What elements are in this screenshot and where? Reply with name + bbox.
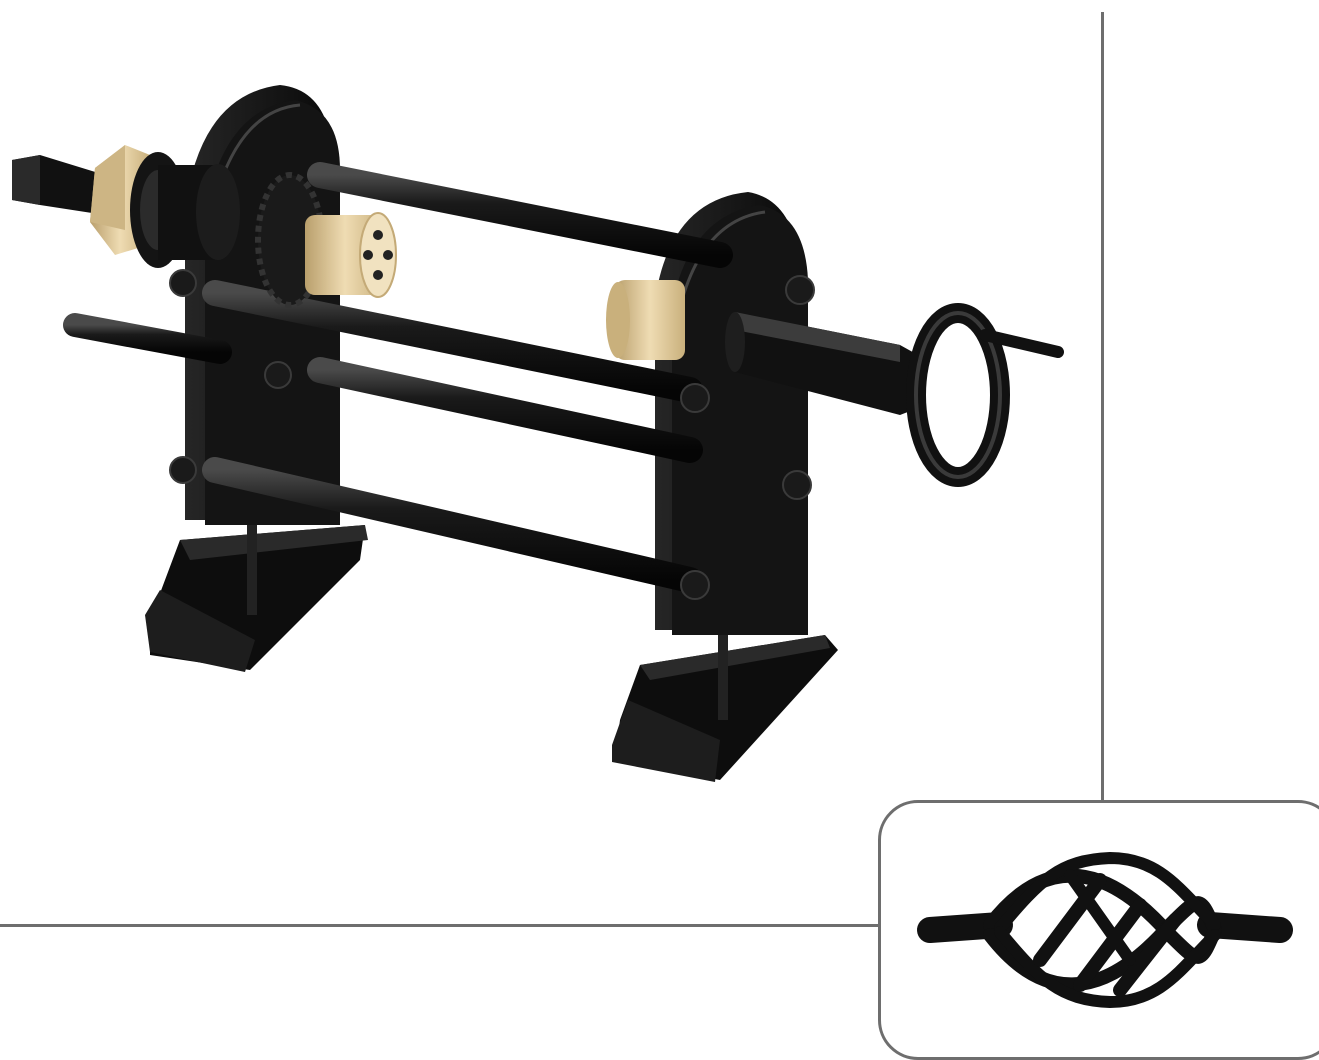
brass-coupler-left	[305, 212, 397, 298]
brass-coupler-right	[606, 280, 685, 360]
left-hub	[130, 152, 240, 268]
hand-wheel	[906, 303, 1064, 487]
right-threaded-stud	[718, 560, 728, 720]
output-tube	[725, 312, 918, 415]
left-base-channel	[145, 525, 368, 672]
horizontal-divider-line	[0, 924, 882, 927]
twisted-basket	[917, 851, 1293, 1009]
tie-rods	[63, 162, 733, 593]
vertical-divider-line	[1101, 12, 1104, 800]
left-threaded-stud	[247, 455, 257, 615]
input-square-shaft	[12, 155, 105, 215]
right-plate	[655, 192, 808, 635]
hex-nuts	[169, 269, 815, 600]
